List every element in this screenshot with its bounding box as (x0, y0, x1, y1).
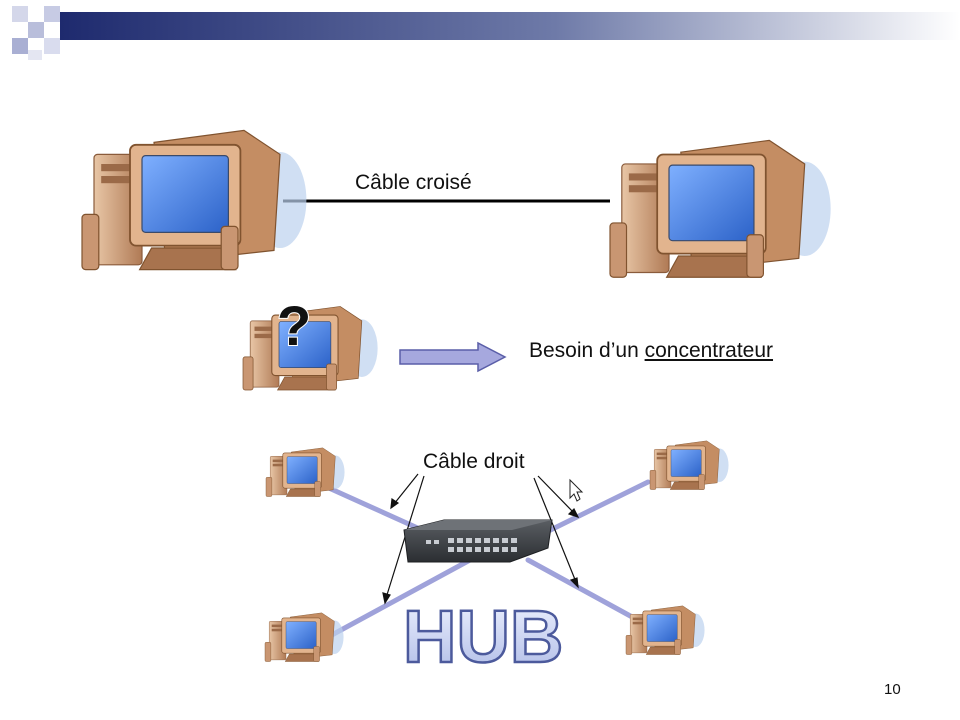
crossover-cable-label: Câble croisé (355, 171, 472, 194)
hub-label: HUB (403, 595, 563, 678)
straight-cable-label: Câble droit (423, 450, 525, 473)
computer-icon (649, 440, 729, 490)
caption-prefix: Besoin d’un (529, 339, 645, 362)
question-mark-icon: ? (277, 294, 311, 357)
title-banner (12, 6, 960, 60)
page-number: 10 (884, 681, 901, 698)
hub-needed-caption: Besoin d’un concentrateur (529, 339, 773, 363)
mouse-cursor-icon (569, 478, 584, 502)
hub-device-icon (403, 519, 553, 563)
computer-icon (609, 139, 832, 279)
concentrator-link[interactable]: concentrateur (644, 339, 774, 362)
computer-icon (264, 612, 344, 662)
computer-icon (265, 447, 345, 497)
computer-icon (625, 605, 705, 655)
computer-icon (81, 129, 308, 271)
right-arrow-icon (399, 341, 507, 373)
